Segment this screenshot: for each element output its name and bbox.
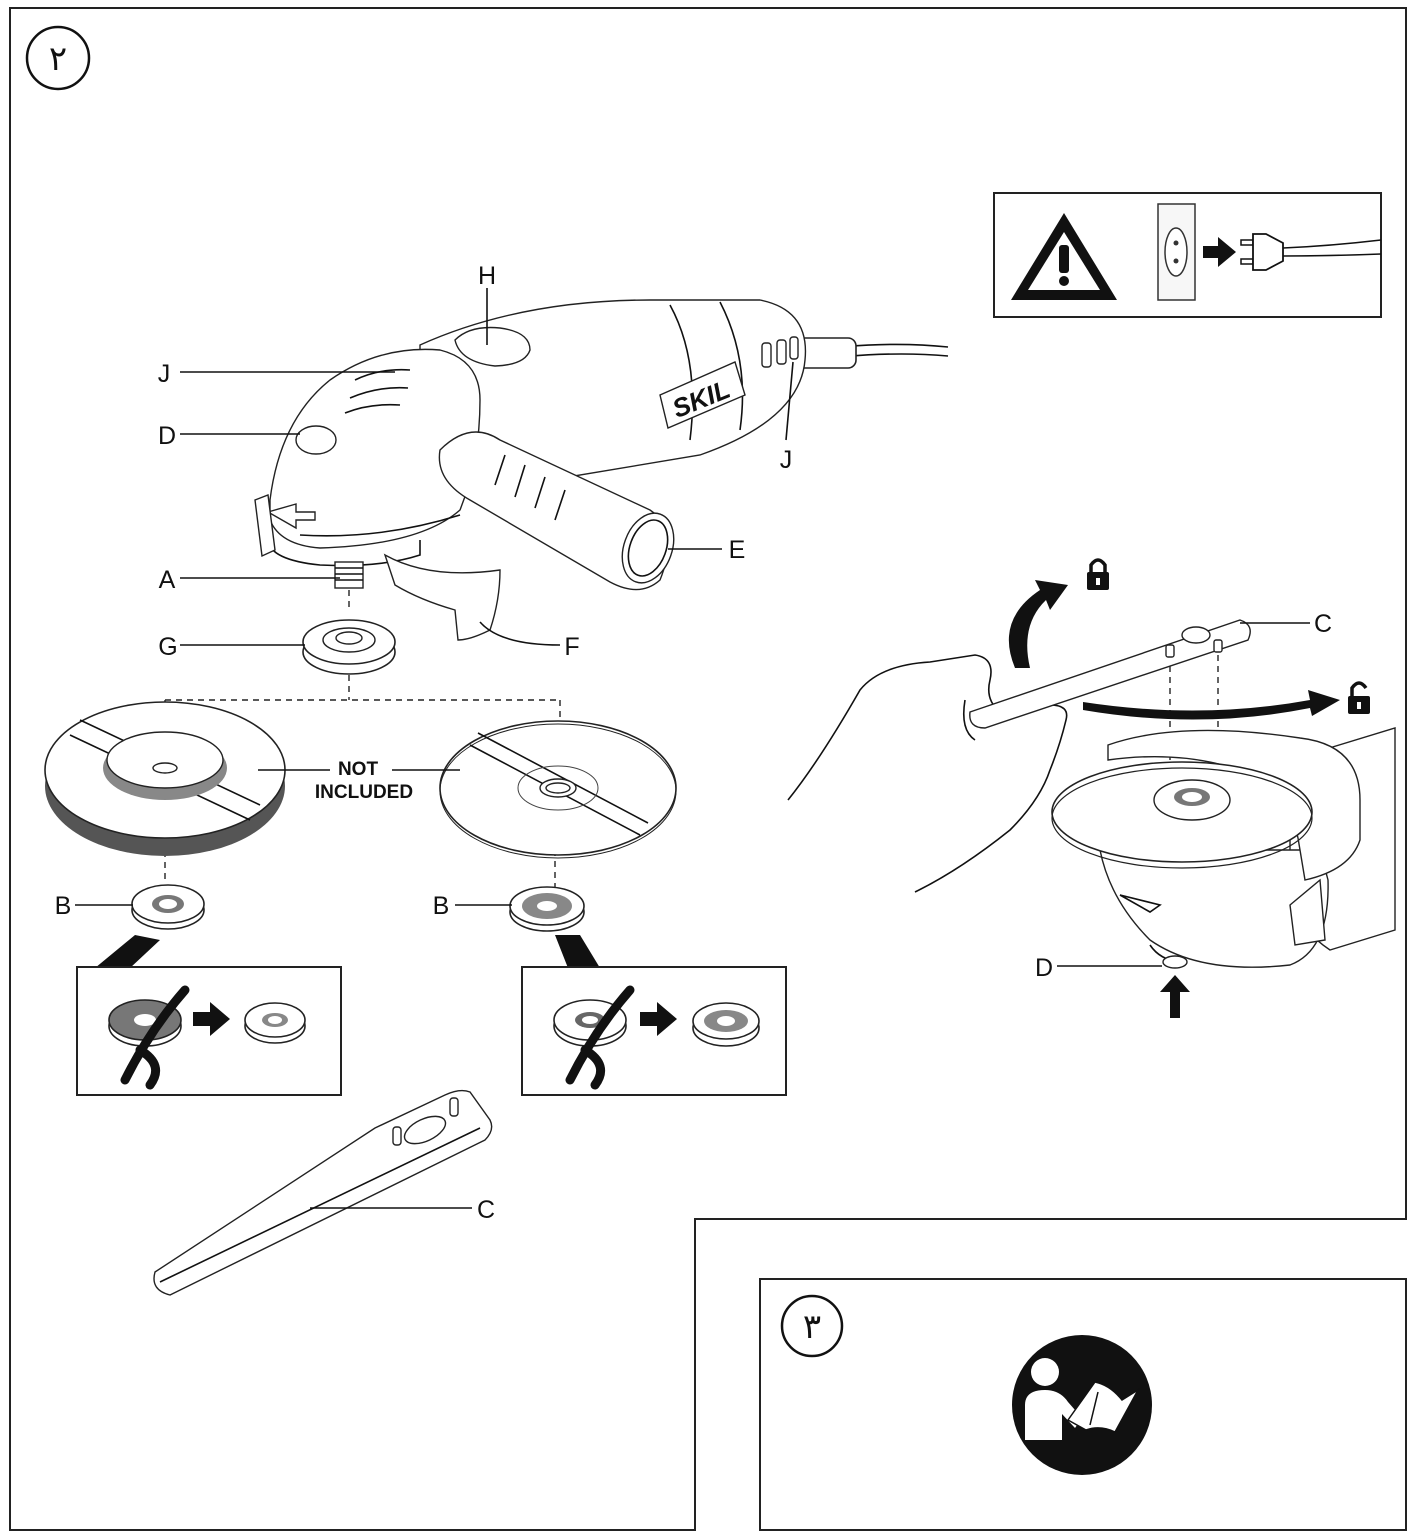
clamp-nut-right (509, 886, 585, 932)
label-a: A (159, 566, 176, 594)
not-included-line-1: NOT (338, 759, 379, 780)
callout-pointer-left (95, 935, 160, 968)
part-labels: H J D J E A G F B B C C D (55, 262, 1332, 1224)
lock-icon (1087, 558, 1109, 590)
label-j-right: J (780, 446, 793, 474)
spindle-lock-usage (787, 558, 1396, 1018)
callout-pointer-right (555, 935, 600, 968)
two-pin-spanner (153, 1089, 493, 1296)
warning-triangle-icon (1011, 213, 1117, 300)
label-d-right: D (1035, 954, 1053, 982)
grinding-disc (44, 701, 286, 856)
page-frame (9, 7, 1407, 1531)
wrong-cross-icon (120, 985, 190, 1090)
figure-2-badge: ٢ (25, 25, 91, 91)
label-f: F (564, 633, 579, 661)
label-d-top: D (158, 422, 176, 450)
nut-orientation-inset-right (521, 966, 787, 1096)
arrow-right-icon (640, 1002, 677, 1036)
read-manual-icon (1012, 1335, 1152, 1475)
label-e: E (729, 536, 746, 564)
nut-orientation-inset-left (76, 966, 342, 1096)
not-included-line-2: INCLUDED (315, 782, 413, 803)
not-included-note: NOT INCLUDED (258, 759, 460, 803)
label-c-bottom: C (477, 1196, 495, 1224)
label-b-left: B (55, 892, 72, 920)
label-c-right: C (1314, 610, 1332, 638)
unplug-warning-box (993, 192, 1382, 318)
leader-lines (75, 288, 1310, 1209)
unlock-icon (1348, 681, 1370, 714)
figure-3-number: ٣ (803, 1307, 821, 1347)
label-j-top: J (158, 360, 171, 388)
label-h: H (478, 262, 496, 290)
arrow-right-icon (193, 1002, 230, 1036)
unplug-icon (1157, 203, 1382, 301)
figure-2-number: ٢ (49, 39, 67, 79)
cutting-disc (439, 720, 677, 859)
angle-grinder: SKIL (254, 299, 949, 641)
figure-3-panel: ٣ (759, 1278, 1407, 1531)
wrong-cross-icon (565, 985, 635, 1090)
clamp-nut-left (131, 884, 205, 930)
label-g: G (158, 633, 177, 661)
label-b-right: B (433, 892, 450, 920)
inner-flange (302, 619, 396, 675)
